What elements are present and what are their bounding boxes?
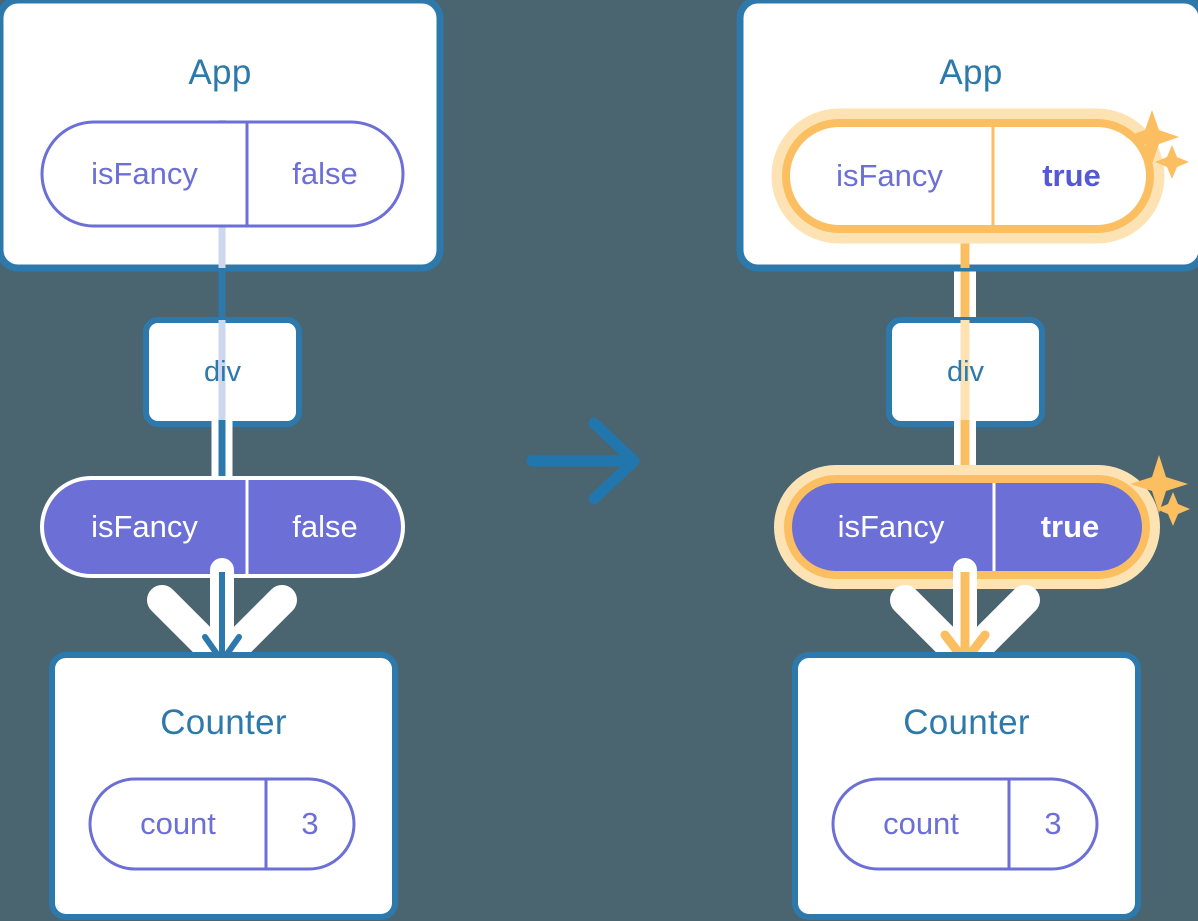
sparkle-icon-props [1130, 455, 1190, 526]
right-arrow-props-to-counter [890, 558, 1040, 675]
right-counter-card [792, 652, 1141, 920]
left-props-pill [40, 476, 405, 578]
sparkle-icon-app [1125, 110, 1189, 179]
right-app-card [736, 0, 1198, 272]
left-arrow-props-to-counter [147, 558, 297, 675]
left-div-node [143, 317, 302, 427]
right-div-node [886, 317, 1045, 427]
left-app-card [0, 0, 444, 272]
transition-arrow-icon [526, 417, 640, 505]
left-counter-card [49, 652, 398, 920]
